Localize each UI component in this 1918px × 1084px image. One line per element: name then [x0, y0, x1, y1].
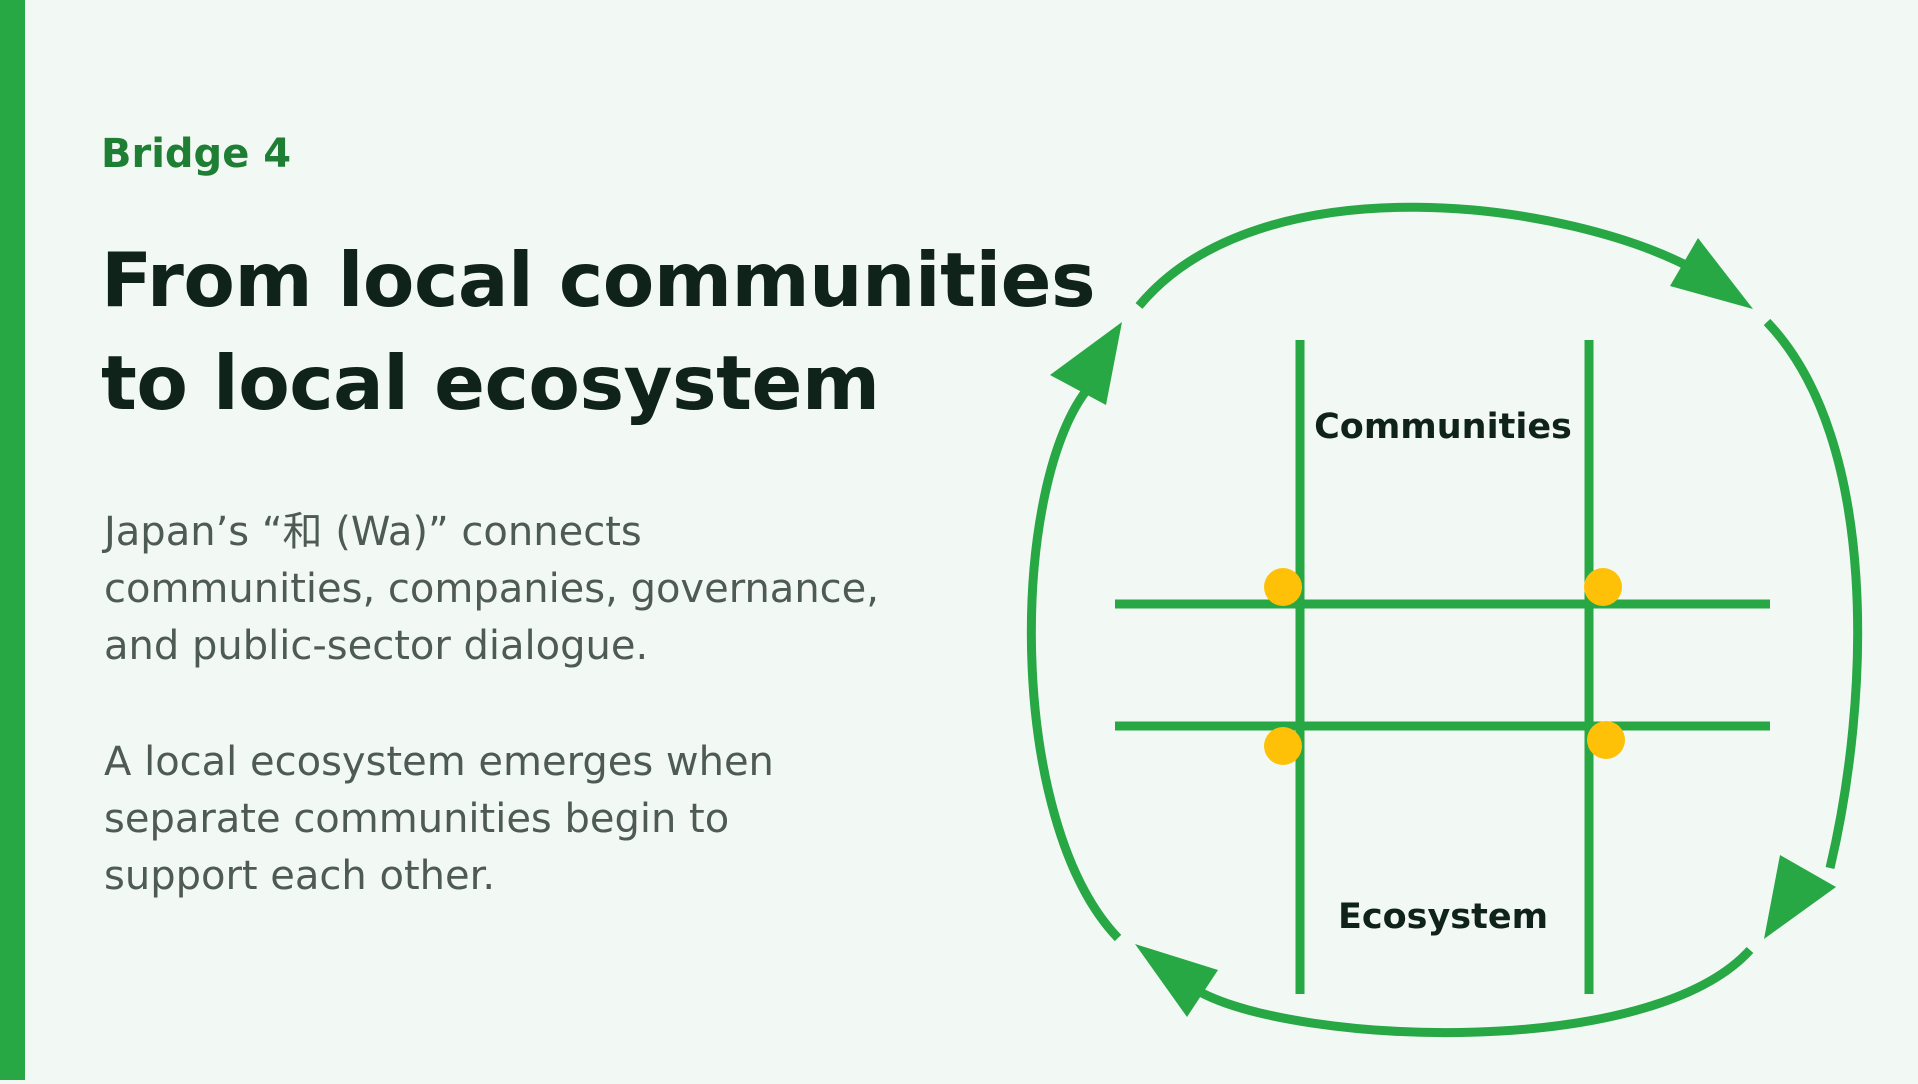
arrowhead-left-top — [1050, 322, 1122, 405]
paragraph-1-line-2: communities, companies, governance, — [104, 566, 879, 612]
connection-node — [1587, 721, 1625, 759]
title-line-2: to local ecosystem — [101, 339, 880, 427]
connection-node — [1264, 568, 1302, 606]
arrowhead-right-bottom — [1764, 855, 1836, 939]
left-accent-bar — [0, 0, 25, 1080]
paragraph-1-line-1: Japan’s “和 (Wa)” connects — [104, 509, 642, 555]
cycle-arc-right — [1763, 318, 1863, 870]
cycle-arc-bottom — [1197, 946, 1754, 1037]
label-ecosystem: Ecosystem — [1338, 897, 1548, 937]
ecosystem-diagram: Communities Ecosystem — [1000, 190, 1918, 1080]
paragraph-1-line-3: and public-sector dialogue. — [104, 623, 649, 669]
connection-node — [1264, 727, 1302, 765]
label-communities: Communities — [1314, 407, 1572, 447]
cycle-arc-top — [1135, 202, 1702, 309]
arrowhead-top-right — [1670, 238, 1753, 309]
title-line-1: From local communities — [101, 236, 1096, 324]
eyebrow-label: Bridge 4 — [101, 131, 292, 177]
ecosystem-diagram-svg: Communities Ecosystem — [1026, 202, 1863, 1037]
slide-title: From local communities to local ecosyste… — [101, 229, 1101, 435]
connection-node — [1584, 568, 1622, 606]
cycle-arc-left — [1026, 383, 1122, 942]
paragraph-ecosystem: A local ecosystem emerges when separate … — [104, 734, 964, 905]
paragraph-2-line-1: A local ecosystem emerges when — [104, 739, 774, 785]
paragraph-2-line-2: separate communities begin to — [104, 796, 730, 842]
paragraph-wa: Japan’s “和 (Wa)” connects communities, c… — [104, 504, 964, 675]
arrowhead-bottom-left — [1135, 944, 1218, 1017]
paragraph-2-line-3: support each other. — [104, 853, 496, 899]
